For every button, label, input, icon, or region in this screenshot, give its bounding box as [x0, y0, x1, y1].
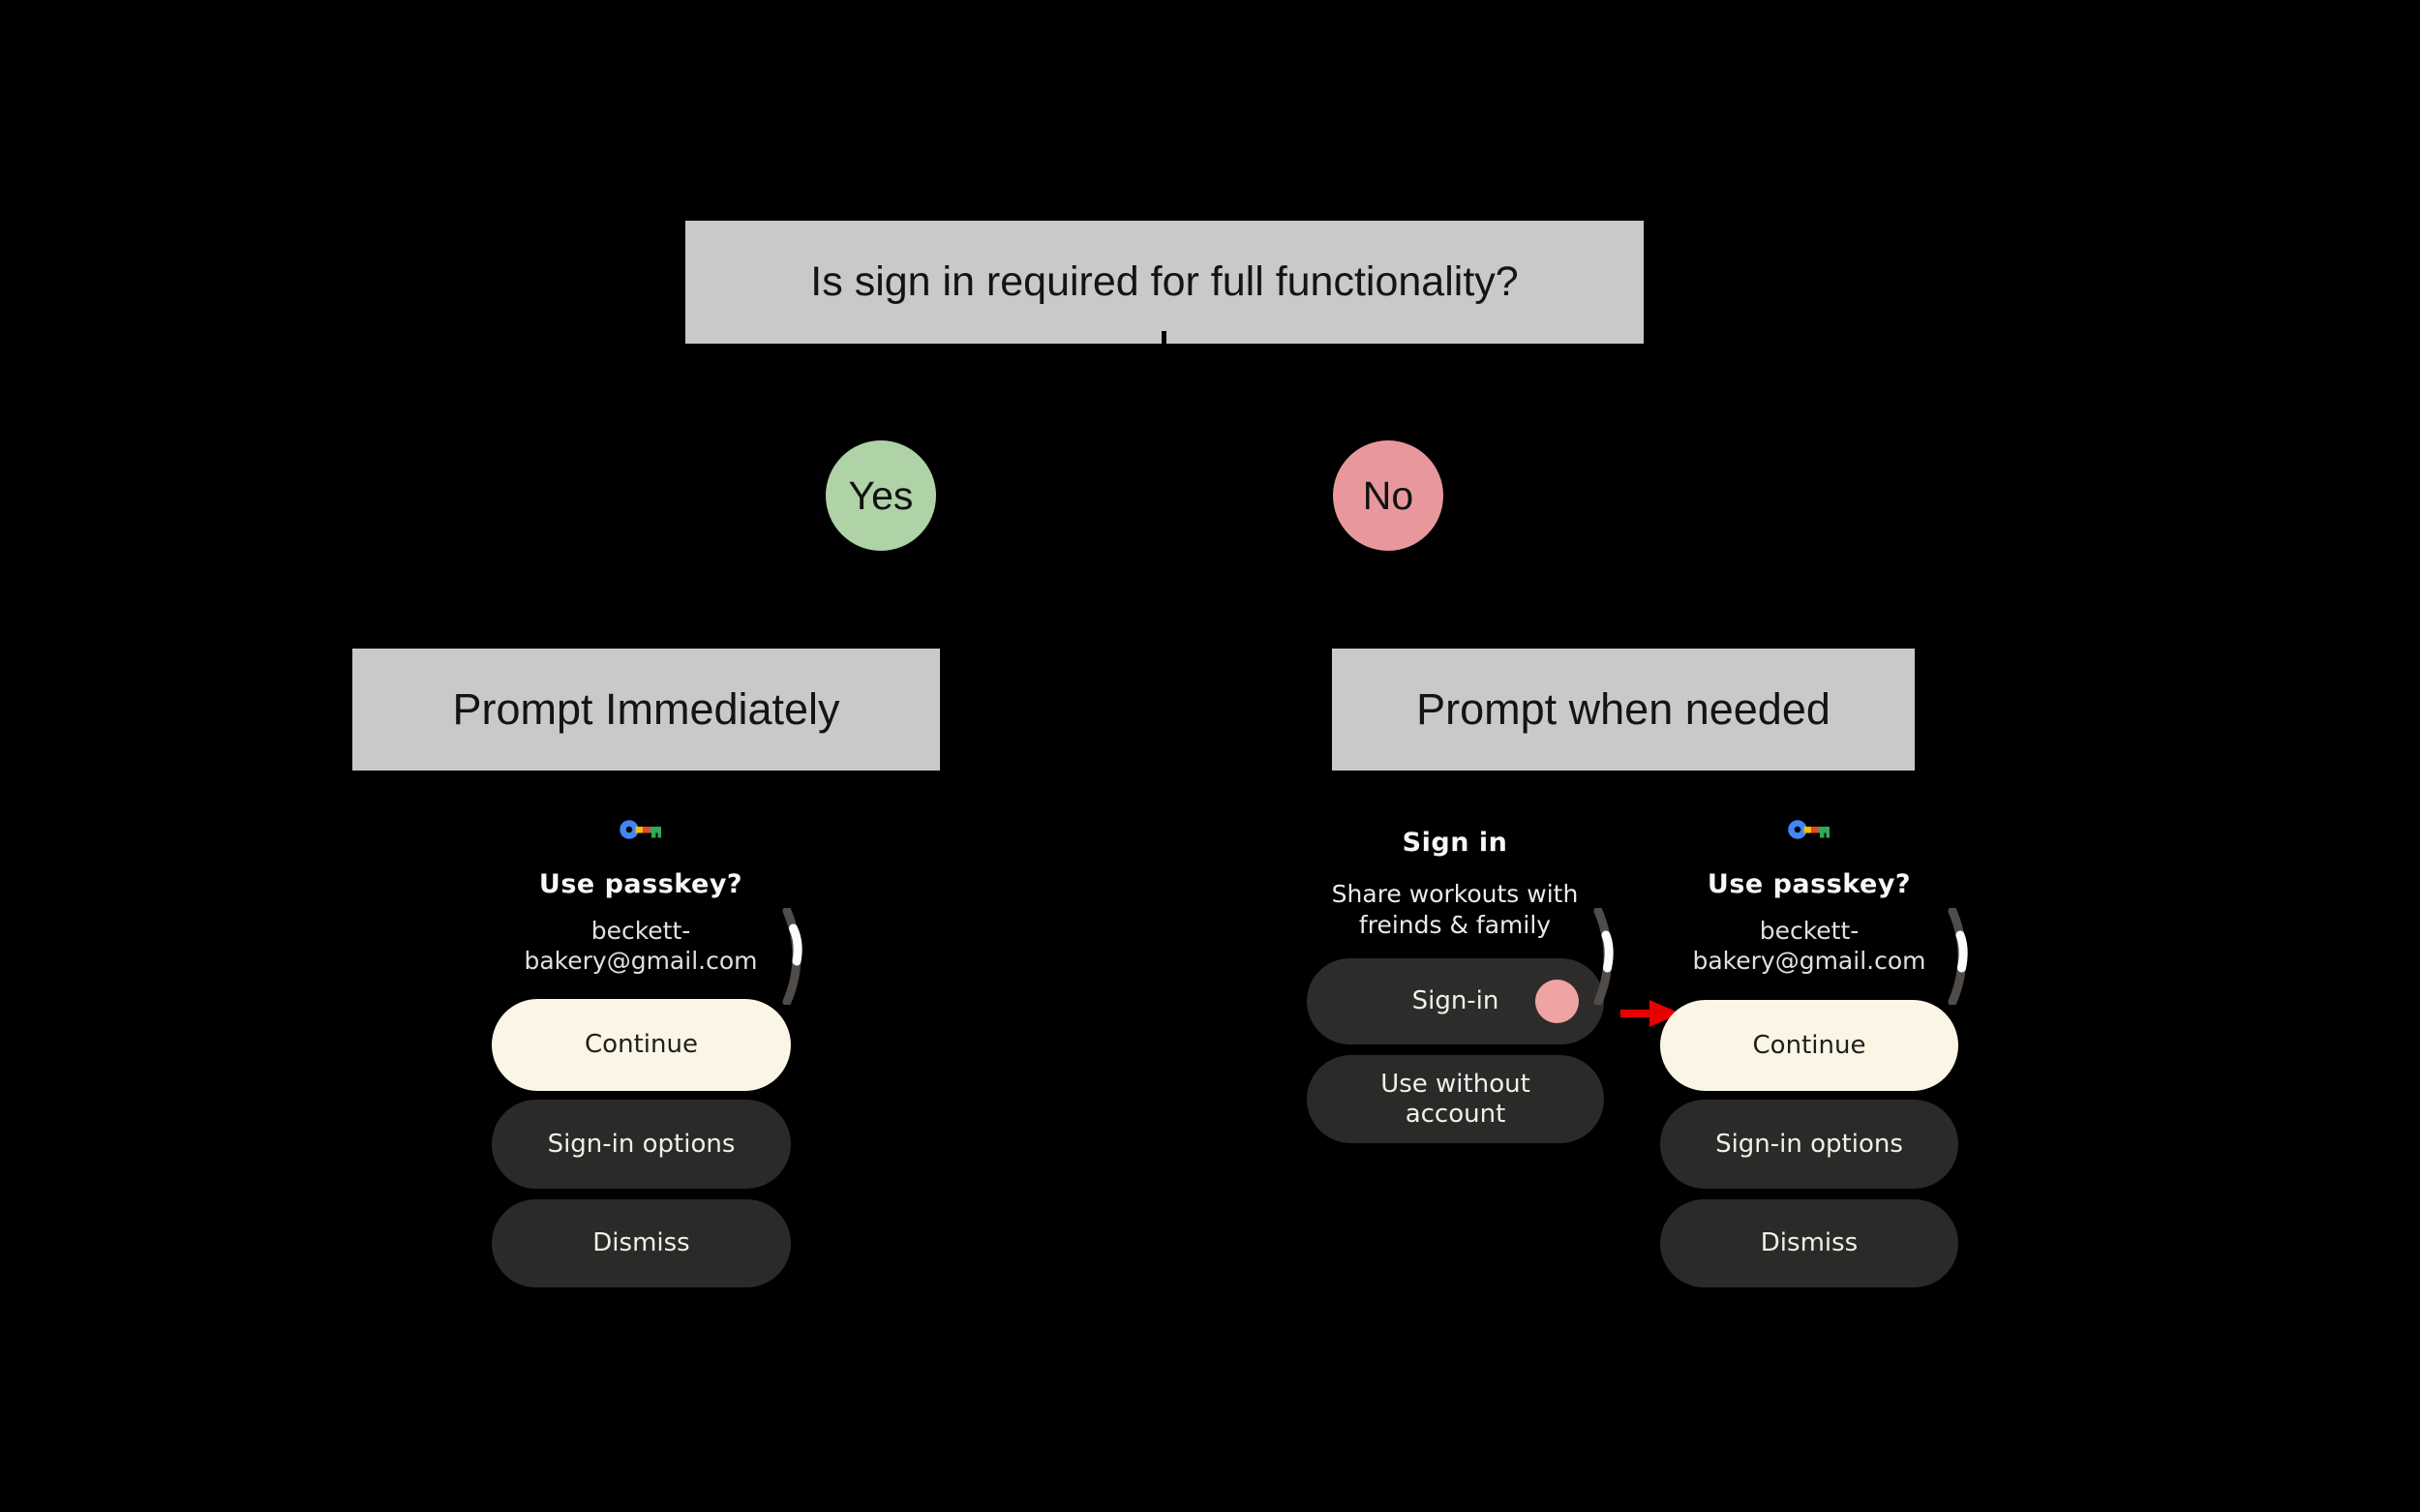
continue-label: Continue: [585, 1030, 698, 1059]
account-email-line2: bakery@gmail.com: [524, 947, 758, 975]
sign-in-options-label: Sign-in options: [547, 1129, 736, 1159]
yes-label: Yes: [848, 472, 914, 518]
account-email: beckett- bakery@gmail.com: [471, 916, 810, 976]
continue-button[interactable]: Continue: [1660, 1000, 1958, 1091]
no-node: No: [1333, 440, 1443, 551]
branch-prompt-immediately-box: Prompt Immediately: [352, 649, 940, 771]
sign-in-options-button[interactable]: Sign-in options: [492, 1100, 791, 1189]
sign-in-options-button[interactable]: Sign-in options: [1660, 1100, 1958, 1189]
passkey-key-icon: [1788, 820, 1830, 839]
dismiss-label: Dismiss: [1760, 1228, 1859, 1257]
yes-node: Yes: [826, 440, 936, 551]
no-label: No: [1362, 472, 1414, 518]
branch-prompt-when-needed-box: Prompt when needed: [1332, 649, 1915, 771]
sign-in-button[interactable]: Sign-in: [1307, 958, 1604, 1044]
scroll-indicator[interactable]: [780, 908, 809, 1005]
sign-in-label: Sign-in: [1411, 986, 1499, 1015]
passkey-title: Use passkey?: [538, 869, 743, 899]
signin-title: Sign in: [1402, 828, 1508, 858]
account-email: beckett- bakery@gmail.com: [1640, 916, 1979, 976]
tap-indicator-dot: [1535, 980, 1579, 1023]
use-without-line2: account: [1405, 1099, 1506, 1129]
account-email-line1: beckett-: [1759, 917, 1860, 945]
use-without-line1: Use without: [1380, 1069, 1530, 1099]
account-email-line2: bakery@gmail.com: [1692, 947, 1926, 975]
dismiss-label: Dismiss: [592, 1228, 690, 1257]
use-without-account-button[interactable]: Use without account: [1307, 1055, 1604, 1143]
branch-right-label: Prompt when needed: [1416, 684, 1830, 734]
scroll-indicator[interactable]: [1946, 908, 1975, 1005]
passkey-key-icon: [620, 820, 661, 839]
account-email-line1: beckett-: [590, 917, 691, 945]
connector-tick: [1162, 331, 1166, 348]
question-label: Is sign in required for full functionali…: [810, 258, 1519, 305]
passkey-title: Use passkey?: [1707, 869, 1912, 899]
signin-subtitle: Share workouts with freinds & family: [1310, 879, 1600, 941]
dismiss-button[interactable]: Dismiss: [492, 1199, 791, 1287]
scroll-indicator[interactable]: [1591, 908, 1620, 1005]
sign-in-options-label: Sign-in options: [1715, 1129, 1903, 1159]
continue-label: Continue: [1752, 1030, 1866, 1060]
signin-subtitle-line1: Share workouts with: [1331, 880, 1579, 908]
branch-left-label: Prompt Immediately: [452, 684, 840, 734]
question-box: Is sign in required for full functionali…: [685, 221, 1644, 344]
arrow-right-icon: [1620, 1000, 1680, 1027]
signin-subtitle-line2: freinds & family: [1358, 911, 1552, 939]
dismiss-button[interactable]: Dismiss: [1660, 1199, 1958, 1287]
use-without-account-label: Use without account: [1380, 1070, 1530, 1130]
continue-button[interactable]: Continue: [492, 999, 791, 1091]
